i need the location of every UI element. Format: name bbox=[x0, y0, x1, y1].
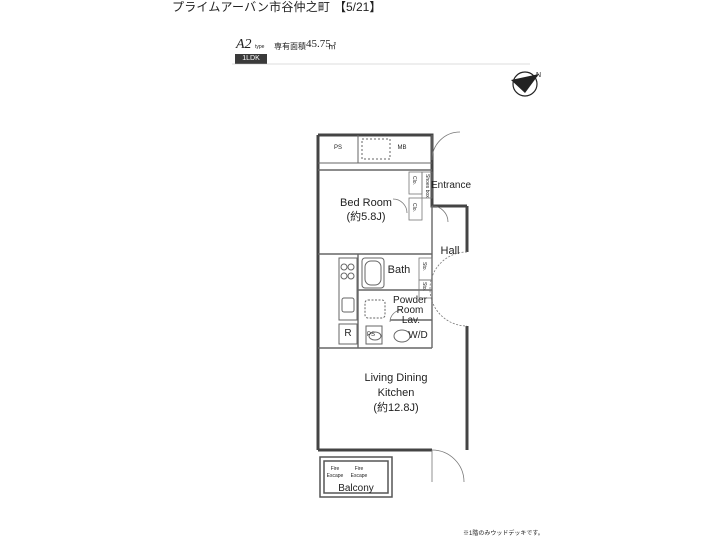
balcony-outline bbox=[319, 456, 393, 498]
ps-top-label: PS bbox=[333, 145, 342, 151]
closet-label-1: Clo. bbox=[411, 176, 417, 185]
top-storage bbox=[318, 135, 432, 164]
closets bbox=[408, 171, 433, 299]
fire-escape-1-a: Fire bbox=[330, 466, 340, 472]
living-label-2: Kitchen bbox=[377, 387, 415, 399]
bed-room-label: Bed Room bbox=[340, 197, 392, 209]
footnote: ※1階のみウッドデッキです。 bbox=[463, 531, 544, 537]
kitchen-counter bbox=[338, 257, 358, 345]
page-indicator: 【5/21】 bbox=[334, 0, 382, 14]
property-name: プライムアーバン市谷仲之町 bbox=[172, 0, 331, 14]
unit-type-code: A2 bbox=[236, 37, 252, 52]
compass-icon: N bbox=[511, 71, 541, 97]
bath-label: Bath bbox=[387, 264, 411, 276]
entrance-label: Entrance bbox=[431, 180, 472, 191]
fire-escape-2-b: Escape bbox=[350, 473, 368, 479]
powder-room-label-1: Powder bbox=[393, 295, 427, 306]
closet-label-2: Clo. bbox=[411, 203, 417, 212]
door-swings bbox=[389, 131, 468, 483]
area-value: 45.75 bbox=[306, 38, 331, 50]
unit-type-suffix: type bbox=[255, 44, 265, 50]
living-size: (約12.8J) bbox=[373, 402, 419, 414]
layout-badge: 1LDK bbox=[235, 54, 267, 64]
fire-escape-2-a: Fire bbox=[354, 466, 364, 472]
washer-label: W/D bbox=[408, 330, 428, 341]
compass-label: N bbox=[536, 72, 541, 79]
lav-label: Lav. bbox=[401, 315, 421, 326]
shoes-box-label: Shoes box bbox=[424, 174, 430, 198]
storage-label-2: Sto. bbox=[421, 282, 427, 291]
fire-escape-1-b: Escape bbox=[326, 473, 344, 479]
area-unit: ㎡ bbox=[328, 42, 336, 51]
ps-bottom-label: PS bbox=[366, 332, 375, 338]
balcony-label: Balcony bbox=[338, 483, 374, 494]
bathtub bbox=[361, 257, 385, 289]
sanitary-fixtures bbox=[364, 299, 411, 345]
hall-label: Hall bbox=[440, 245, 460, 257]
area-label: 専有面積 bbox=[274, 42, 306, 51]
bed-room-size: (約5.8J) bbox=[346, 211, 386, 223]
fridge-label: R bbox=[344, 328, 352, 339]
storage-label-1: Sto. bbox=[421, 262, 427, 271]
mb-label: MB bbox=[397, 145, 407, 151]
living-label: Living Dining bbox=[364, 372, 428, 384]
powder-room-label-2: Room bbox=[396, 305, 424, 316]
